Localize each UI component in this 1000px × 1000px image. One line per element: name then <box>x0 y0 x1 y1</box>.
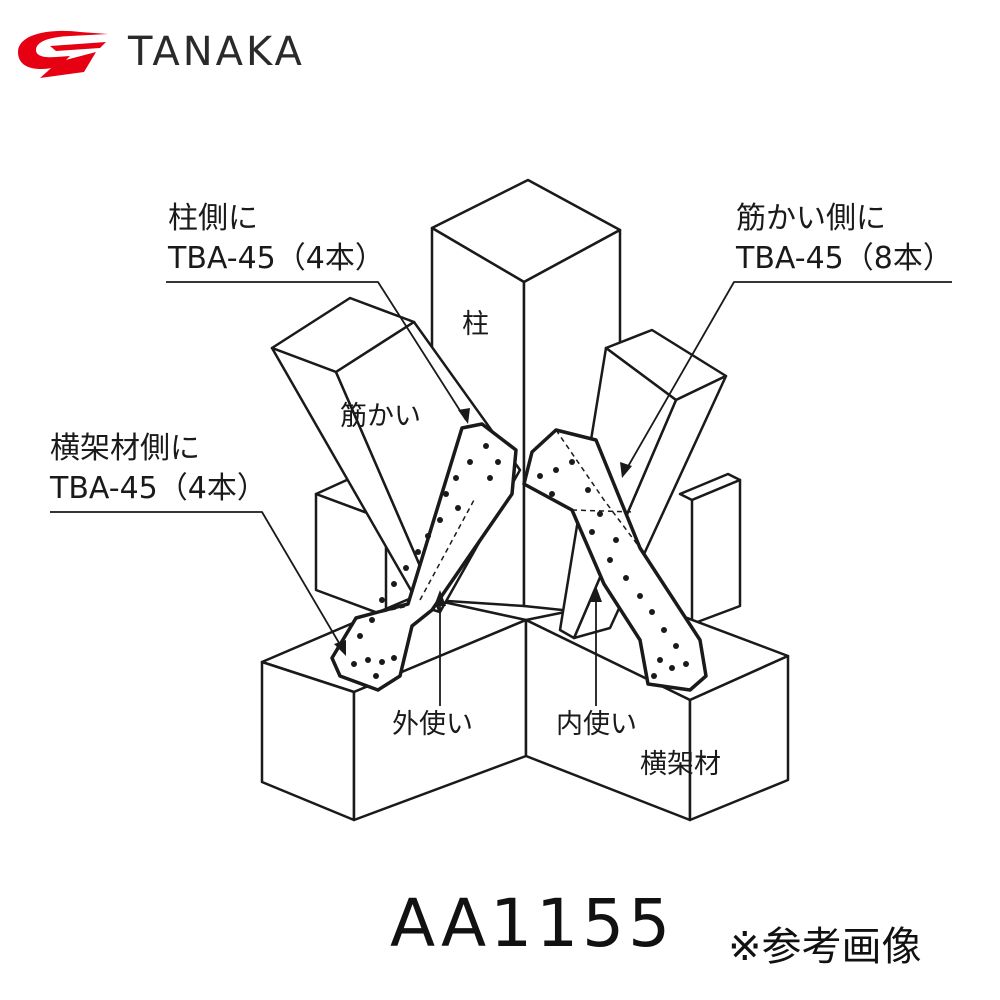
arrow-heads <box>334 408 632 656</box>
brace-side-title: 筋かい側に <box>736 201 886 236</box>
brand-name: TANAKA <box>128 29 305 75</box>
beam-side-title: 横架材側に <box>50 431 200 466</box>
right-back-beam <box>678 472 742 626</box>
right-bracket-holes <box>537 459 689 679</box>
outer-use-label: 外使い <box>392 709 473 740</box>
leader-lines <box>50 281 952 706</box>
column-side-title: 柱側に <box>168 201 258 236</box>
left-brace <box>270 296 522 614</box>
reference-image-note: ※参考画像 <box>728 924 922 970</box>
brace-side-spec: TBA-45（8本） <box>736 241 953 276</box>
column-side-spec: TBA-45（4本） <box>168 241 385 276</box>
left-bracket <box>330 422 518 692</box>
left-bracket-holes <box>351 443 501 679</box>
column-label: 柱 <box>462 309 489 340</box>
brand-header: TANAKA <box>10 22 310 82</box>
tanaka-swoosh-logo-icon <box>18 30 108 78</box>
inner-use-label: 内使い <box>556 709 637 740</box>
right-bracket <box>522 428 708 692</box>
brace-label: 筋かい <box>340 401 421 432</box>
model-number: AA1155 <box>390 885 675 962</box>
beam-label: 横架材 <box>640 749 721 780</box>
beam-side-spec: TBA-45（4本） <box>50 471 267 506</box>
